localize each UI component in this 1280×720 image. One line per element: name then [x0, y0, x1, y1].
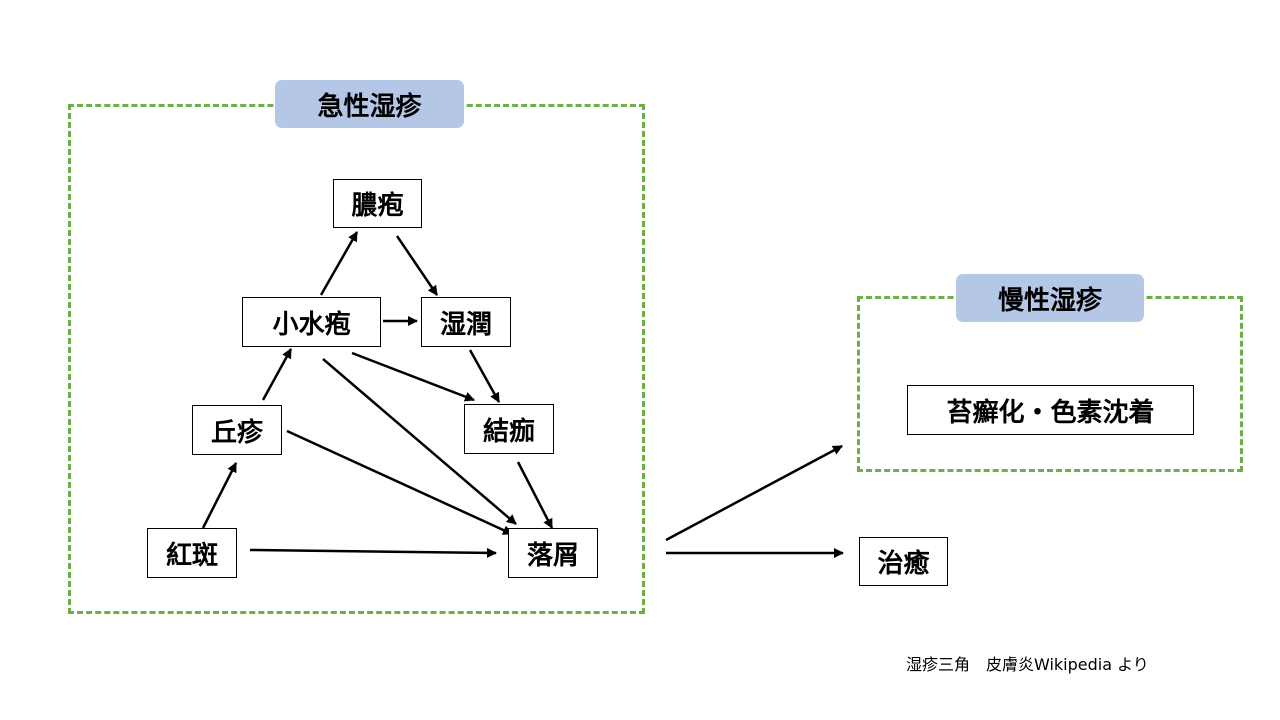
- arrow-vesicle-to-crust: [351, 351, 475, 402]
- arrow-vesicle-to-scale: [322, 358, 517, 525]
- arrow-acute-to-chronic: [665, 444, 843, 542]
- arrow-papule-to-vesicle: [261, 348, 293, 401]
- node-scale: 落屑: [508, 528, 598, 578]
- node-erythema: 紅斑: [147, 528, 237, 578]
- node-healing: 治癒: [859, 537, 948, 586]
- arrow-pustule-to-wet: [395, 235, 439, 296]
- node-papule: 丘疹: [192, 405, 282, 455]
- node-pustule: 膿疱: [333, 179, 422, 228]
- node-crust: 結痂: [464, 404, 554, 454]
- arrow-wet-to-crust: [468, 349, 501, 403]
- arrow-erythema-to-papule: [201, 462, 238, 529]
- acute-eczema-title: 急性湿疹: [275, 80, 464, 128]
- arrow-crust-to-scale: [516, 461, 554, 529]
- chronic-eczema-title: 慢性湿疹: [956, 274, 1144, 322]
- node-wet: 湿潤: [421, 297, 511, 347]
- node-lichenification: 苔癬化・色素沈着: [907, 385, 1194, 435]
- source-caption: 湿疹三角 皮膚炎Wikipedia より: [906, 655, 1149, 674]
- arrow-papule-to-scale: [286, 429, 513, 536]
- arrow-vesicle-to-pustule: [319, 231, 359, 296]
- arrow-erythema-to-scale: [249, 547, 497, 558]
- node-vesicle: 小水疱: [242, 297, 381, 347]
